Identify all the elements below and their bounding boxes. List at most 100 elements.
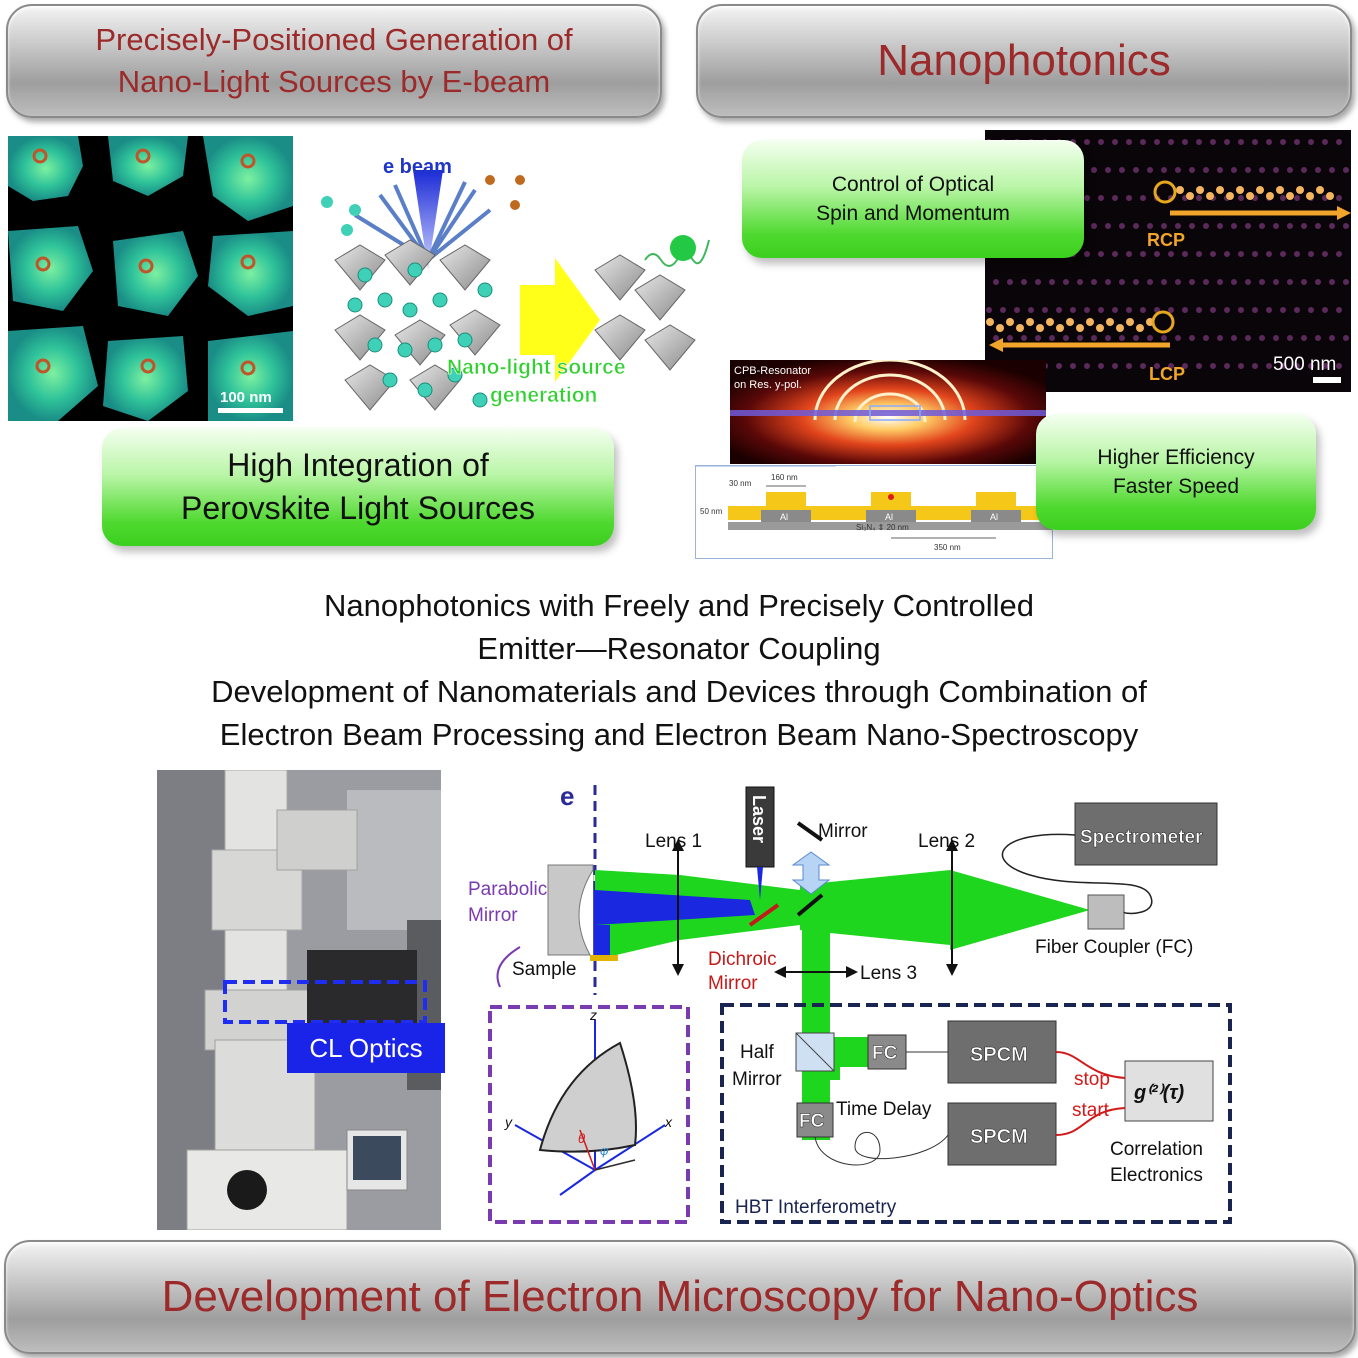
spcm2-label: SPCM: [970, 1126, 1028, 1148]
lattice-dot: [1315, 167, 1321, 173]
lower-mode-dot: [1116, 324, 1124, 332]
al-label-1: Al: [780, 512, 788, 522]
lattice-dot: [1147, 279, 1153, 285]
lattice-dot: [1245, 167, 1251, 173]
gold-pillar-1: [766, 492, 806, 508]
lattice-dot: [1119, 335, 1125, 341]
top-left-banner: Precisely-Positioned Generation of Nano-…: [6, 4, 662, 118]
resonator-title-line1: CPB-Resonator: [734, 365, 811, 377]
parabolic-mirror-surface: [578, 869, 594, 961]
green-beam-to-fc: [950, 870, 1090, 950]
spectrometer-fiber: [1001, 833, 1153, 915]
lattice-dot: [1049, 335, 1055, 341]
emission-map-svg: 100 nm: [8, 136, 293, 421]
integration-line1: High Integration of: [227, 447, 489, 483]
microscope-knob: [227, 1170, 267, 1210]
lens2-label: Lens 2: [918, 831, 975, 852]
al-label-3: Al: [990, 512, 998, 522]
upper-mode-dot: [1216, 186, 1224, 194]
lattice-dot: [1287, 223, 1293, 229]
lattice-dot: [1203, 223, 1209, 229]
lattice-dot: [1238, 307, 1244, 313]
resonator-zoom-box: [869, 405, 921, 421]
fc1-box: [867, 1034, 907, 1070]
lower-mode-dot: [1066, 318, 1074, 326]
lattice-dot: [1217, 335, 1223, 341]
lens2-arrow-bottom: [946, 964, 958, 976]
spectrometer-label: Spectrometer: [1080, 827, 1203, 848]
lattice-dot: [1238, 251, 1244, 257]
lab-monitor-screen: [353, 1136, 401, 1180]
resonator-field-svg: CPB-Resonator on Res. y-pol.: [730, 360, 1046, 464]
lattice-dot: [1182, 139, 1188, 145]
lattice-dot: [1259, 335, 1265, 341]
lattice-dot: [1084, 363, 1090, 369]
time-delay-fiber: [814, 1131, 949, 1166]
lattice-dot: [1336, 195, 1342, 201]
upper-mode-dot: [1256, 186, 1264, 194]
lattice-dot: [1000, 307, 1006, 313]
upper-mode-dot: [1206, 192, 1214, 200]
middle-text-line3: Development of Nanomaterials and Devices…: [211, 674, 1147, 709]
upper-mode-dot: [1326, 192, 1334, 200]
perovskite-lattice-illustration: e beam: [315, 140, 720, 430]
lattice-dot: [993, 279, 999, 285]
lattice-dot: [1252, 251, 1258, 257]
lattice-dot: [1238, 195, 1244, 201]
lower-guided-mode: [986, 318, 1154, 332]
lower-mode-dot: [1026, 318, 1034, 326]
lattice-dot: [1175, 167, 1181, 173]
lower-mode-dot: [1086, 318, 1094, 326]
lattice-dot: [1252, 307, 1258, 313]
lattice-dot: [1168, 307, 1174, 313]
lower-mode-dot: [1006, 318, 1014, 326]
lattice-dot: [1189, 279, 1195, 285]
lattice-dot: [1336, 307, 1342, 313]
lower-mode-dot: [1136, 324, 1144, 332]
lattice-dot: [1322, 363, 1328, 369]
lower-mode-dot: [1046, 318, 1054, 326]
lower-mode-dot: [1126, 318, 1134, 326]
lattice-dot: [1098, 363, 1104, 369]
lattice-dot: [1105, 223, 1111, 229]
spectrometer-box: [1074, 802, 1218, 866]
laser-beam: [757, 867, 763, 900]
lattice-dot: [1252, 363, 1258, 369]
lattice-dot: [1070, 307, 1076, 313]
lattice-dot: [1273, 167, 1279, 173]
lattice-dot: [1224, 251, 1230, 257]
upper-mode-dot: [1296, 186, 1304, 194]
rcp-spin-icon: [1153, 180, 1177, 204]
lattice-dot: [1196, 139, 1202, 145]
time-delay-label: Time Delay: [836, 1099, 932, 1120]
axis-y-label: y: [504, 1114, 513, 1130]
lens3-arrow-left: [774, 966, 786, 978]
lattice-dot: [1133, 335, 1139, 341]
upper-mode-dot: [1266, 192, 1274, 200]
lattice-dot: [1294, 307, 1300, 313]
lattice-dot: [1189, 167, 1195, 173]
lower-mode-dot: [1036, 324, 1044, 332]
lattice-dot: [1182, 363, 1188, 369]
lattice-dot: [1112, 307, 1118, 313]
lattice-dot: [1245, 223, 1251, 229]
lattice-dot: [1091, 167, 1097, 173]
sample-plate: [590, 955, 618, 961]
lattice-dot: [1238, 363, 1244, 369]
lattice-dot: [1224, 139, 1230, 145]
emitted-photon: [670, 235, 696, 261]
lattice-dot: [1259, 279, 1265, 285]
lattice-dot: [1224, 307, 1230, 313]
lattice-dot: [1007, 279, 1013, 285]
lattice-dot: [1343, 167, 1349, 173]
al-block-1: [761, 510, 811, 522]
emission-blobs: [8, 136, 293, 421]
lattice-dot: [1203, 167, 1209, 173]
lattice-dot: [1210, 139, 1216, 145]
lattice-dot: [1161, 223, 1167, 229]
lattice-dot: [1280, 195, 1286, 201]
lattice-dot: [1126, 307, 1132, 313]
lower-mode-dot: [1016, 324, 1024, 332]
lattice-dot: [1035, 279, 1041, 285]
upper-mode-dot: [1316, 186, 1324, 194]
